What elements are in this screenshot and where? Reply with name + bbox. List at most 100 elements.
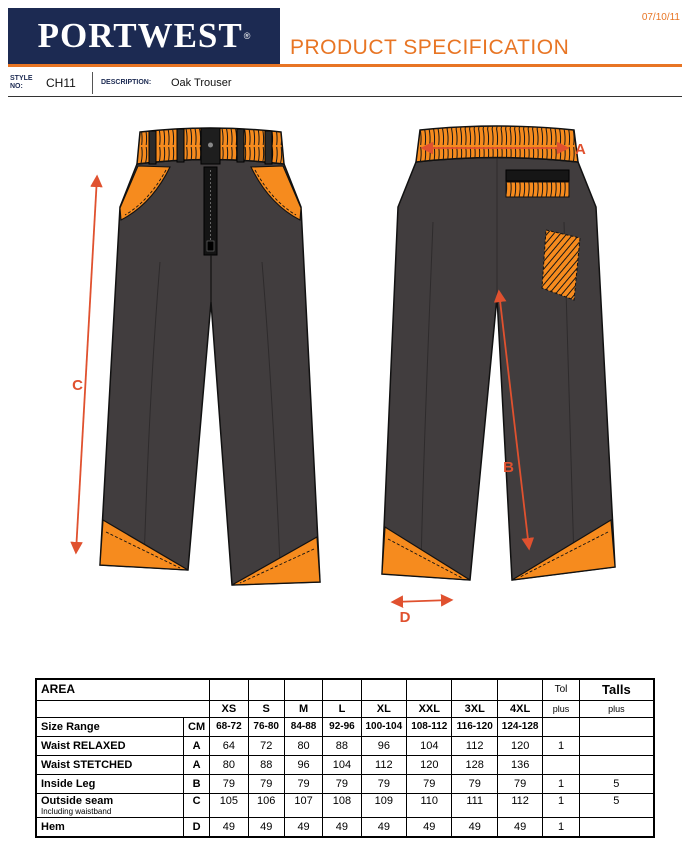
- front-right-crease: [261, 261, 281, 565]
- value-cell: 79: [451, 774, 498, 794]
- value-cell: 79: [247, 774, 285, 794]
- front-left-pocket: [119, 165, 171, 221]
- back-left-hem-stitch: [387, 538, 463, 579]
- belt-loop: [148, 130, 157, 165]
- dimension-arrow-d: [390, 594, 454, 608]
- talls-sub-header: plus: [578, 700, 655, 718]
- belt-loop: [176, 128, 185, 163]
- size-header-l: L: [322, 700, 362, 718]
- row-code: A: [182, 755, 211, 775]
- dimension-arrow-b: [493, 289, 535, 551]
- row-label-text: Hem: [41, 821, 65, 834]
- tol-value: 1: [542, 774, 580, 794]
- row-code: D: [182, 817, 211, 838]
- value-cell: 79: [283, 774, 324, 794]
- style-no-label: STYLE NO:: [10, 74, 33, 90]
- tol-value: 1: [542, 736, 580, 756]
- back-right-hem-stitch: [519, 531, 609, 578]
- dimension-arrow-c: [70, 174, 103, 555]
- row-label: Waist STETCHED: [35, 755, 184, 775]
- value-cell: 49: [496, 817, 544, 838]
- registered-mark: ®: [243, 31, 251, 41]
- talls-value: 5: [578, 774, 655, 794]
- value-cell: 49: [322, 817, 362, 838]
- back-waistband-elastic-texture: [416, 126, 578, 162]
- value-cell: 79: [322, 774, 362, 794]
- back-left-hem-panel: [381, 525, 471, 581]
- description-value: Oak Trouser: [171, 77, 232, 89]
- talls-value: [578, 736, 655, 756]
- tol-value: [542, 755, 580, 775]
- row-sublabel-text: Including waistband: [41, 806, 112, 816]
- value-cell: 68-72: [209, 717, 249, 737]
- value-cell: 96: [360, 736, 408, 756]
- back-pocket-jet: [505, 169, 570, 182]
- value-cell: 112: [496, 792, 544, 819]
- front-right-pocket-stitch: [254, 169, 297, 216]
- empty-header-cell: [406, 678, 453, 701]
- belt-loop: [236, 128, 245, 163]
- empty-header-cell: [35, 700, 211, 718]
- tol-sub-header: plus: [542, 700, 580, 718]
- size-header-xxl: XXL: [406, 700, 453, 718]
- front-left-pocket-stitch: [124, 169, 167, 216]
- dimension-label-c: C: [72, 377, 83, 394]
- row-code: B: [182, 774, 211, 794]
- value-cell: 80: [209, 755, 249, 775]
- value-cell: 116-120: [451, 717, 498, 737]
- brand-name: PORTWEST: [37, 16, 243, 55]
- area-header: AREA: [35, 678, 211, 701]
- empty-header-cell: [496, 678, 544, 701]
- value-cell: 49: [247, 817, 285, 838]
- size-header-4xl: 4XL: [496, 700, 544, 718]
- value-cell: 112: [451, 736, 498, 756]
- header-divider: [8, 64, 682, 67]
- row-label: Waist RELAXED: [35, 736, 184, 756]
- tol-value: [542, 717, 580, 737]
- value-cell: 76-80: [247, 717, 285, 737]
- row-label-text: Inside Leg: [41, 777, 96, 790]
- tol-value: 1: [542, 792, 580, 819]
- talls-value: [578, 817, 655, 838]
- value-cell: 49: [209, 817, 249, 838]
- front-trouser-illustration: [99, 127, 321, 586]
- front-right-pocket: [250, 165, 302, 221]
- value-cell: 96: [283, 755, 324, 775]
- row-label-text: Waist STETCHED: [41, 758, 133, 771]
- value-cell: 136: [496, 755, 544, 775]
- row-label: Inside Leg: [35, 774, 184, 794]
- size-header-m: M: [283, 700, 324, 718]
- talls-header: Talls: [578, 678, 655, 701]
- description-label: DESCRIPTION:: [101, 78, 152, 86]
- value-cell: 88: [247, 755, 285, 775]
- row-code: CM: [182, 717, 211, 737]
- value-cell: 80: [283, 736, 324, 756]
- talls-value: [578, 717, 655, 737]
- value-cell: 106: [247, 792, 285, 819]
- empty-header-cell: [209, 678, 249, 701]
- value-cell: 120: [406, 755, 453, 775]
- value-cell: 108-112: [406, 717, 453, 737]
- size-header-3xl: 3XL: [451, 700, 498, 718]
- style-no-value: CH11: [46, 76, 76, 90]
- style-bar-divider: [92, 72, 93, 94]
- brand-logo: PORTWEST®: [8, 8, 280, 64]
- size-header-xs: XS: [209, 700, 249, 718]
- value-cell: 110: [406, 792, 453, 819]
- value-cell: 79: [360, 774, 408, 794]
- back-left-crease: [420, 221, 434, 568]
- value-cell: 79: [496, 774, 544, 794]
- empty-header-cell: [322, 678, 362, 701]
- belt-loop: [264, 130, 273, 165]
- tol-value: 1: [542, 817, 580, 838]
- row-label-text: Size Range: [41, 720, 100, 733]
- value-cell: 49: [406, 817, 453, 838]
- row-code: C: [182, 792, 211, 819]
